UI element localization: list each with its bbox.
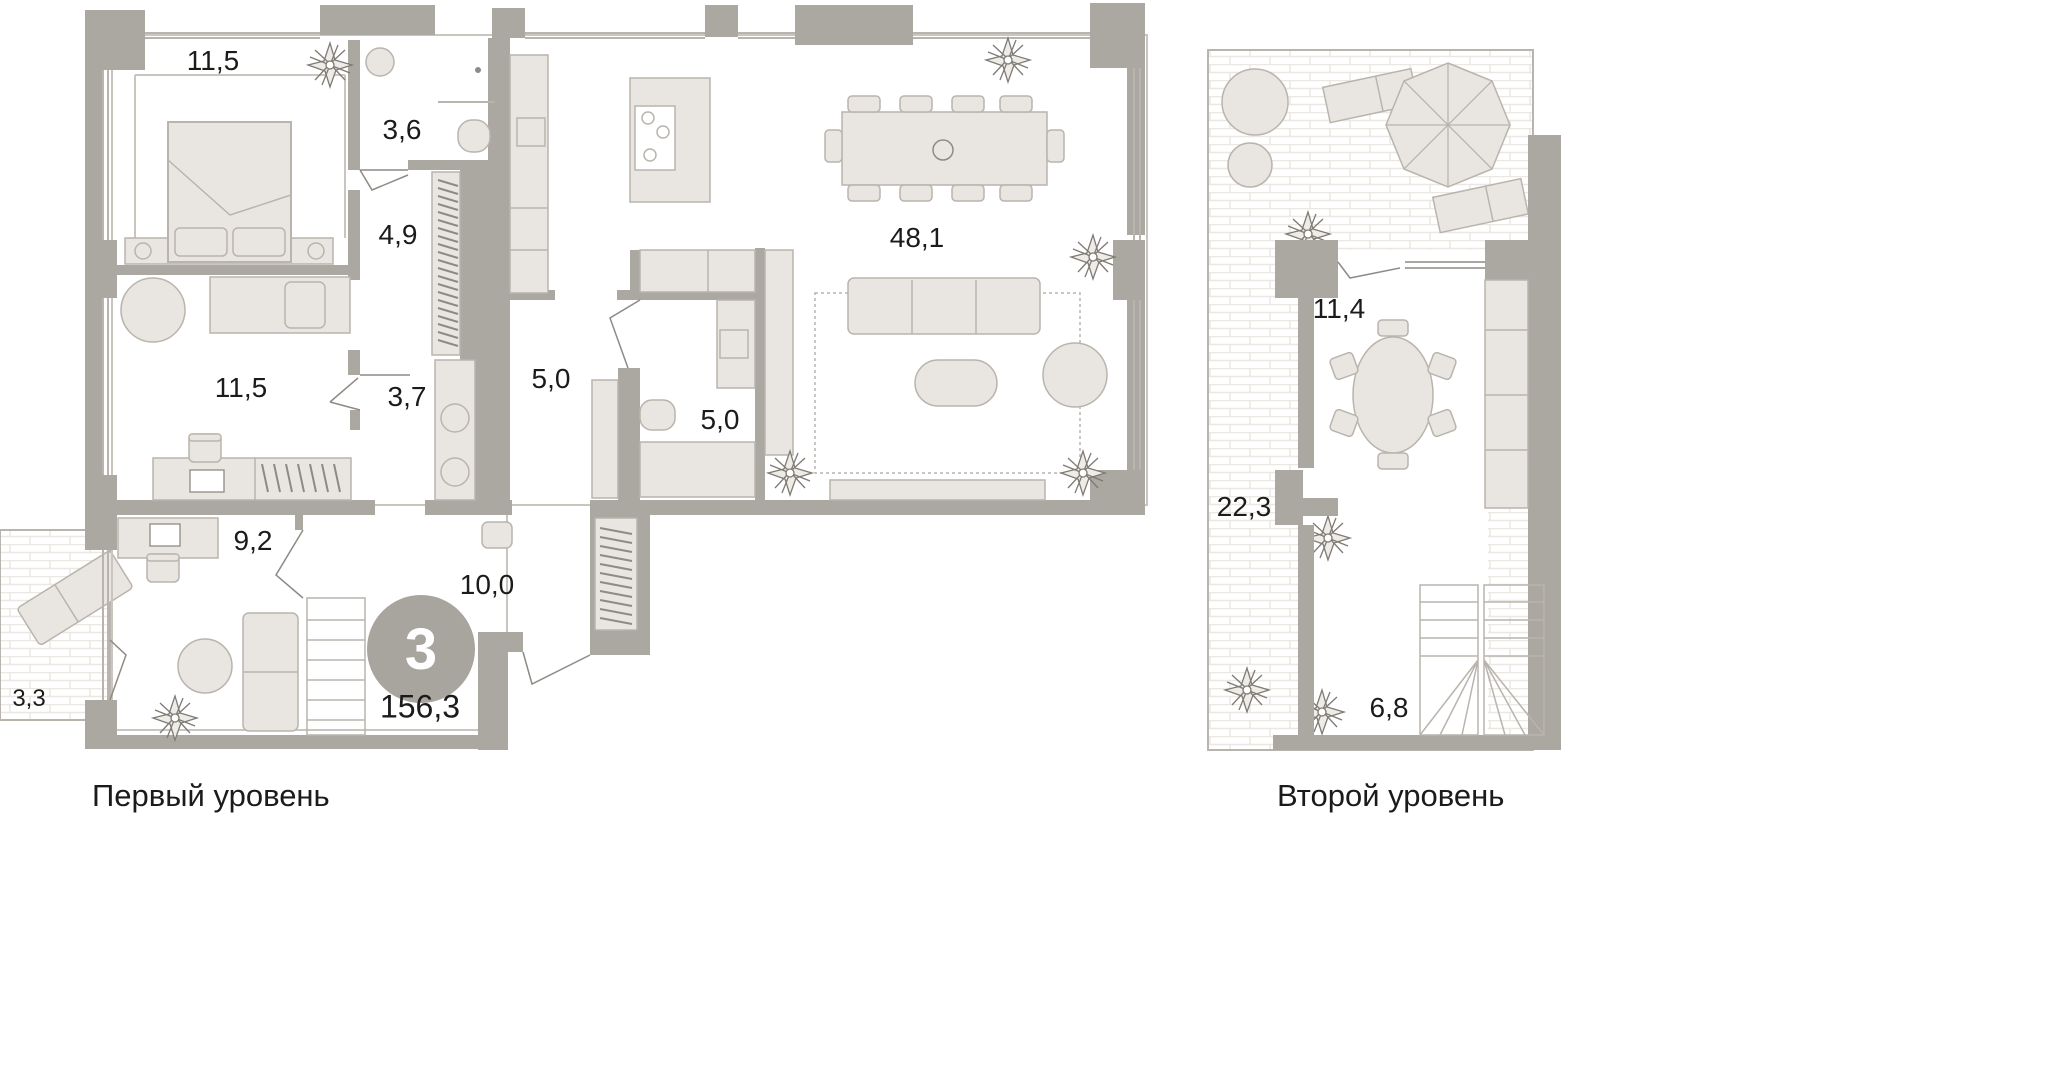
umbrella bbox=[1385, 62, 1511, 188]
hanger-mark bbox=[437, 267, 459, 275]
dining-set bbox=[824, 37, 1065, 202]
hanger-mark bbox=[437, 259, 459, 267]
hanger-mark bbox=[437, 227, 459, 235]
hanger-mark bbox=[599, 536, 633, 544]
hanger-mark bbox=[599, 590, 633, 598]
hanger-mark bbox=[437, 331, 459, 339]
hanger-mark bbox=[599, 554, 633, 562]
hanger-mark bbox=[297, 463, 305, 493]
hanger-mark bbox=[437, 291, 459, 299]
bedroom-2-furniture bbox=[120, 276, 352, 501]
wardrobe-units bbox=[261, 171, 638, 631]
hanger-mark bbox=[333, 463, 341, 493]
hanger-mark bbox=[599, 599, 633, 607]
hanger-mark bbox=[599, 572, 633, 580]
hanger-mark bbox=[437, 203, 459, 211]
hanger-mark bbox=[437, 243, 459, 251]
room-area-laundry: 3,7 bbox=[387, 381, 427, 412]
hanger-mark bbox=[599, 617, 633, 625]
hanger-mark bbox=[437, 299, 459, 307]
doors-level-2 bbox=[1337, 261, 1485, 279]
hanger-mark bbox=[437, 339, 459, 347]
room-area-upper-stair: 6,8 bbox=[1369, 692, 1409, 723]
hanger-mark bbox=[285, 463, 293, 493]
hanger-mark bbox=[437, 235, 459, 243]
hanger-mark bbox=[599, 608, 633, 616]
hanger-mark bbox=[437, 307, 459, 315]
upper-room-furniture bbox=[1329, 279, 1529, 509]
hanger-mark bbox=[437, 219, 459, 227]
total-area: 156,3 bbox=[379, 688, 461, 725]
hanger-mark bbox=[437, 315, 459, 323]
kitchen bbox=[509, 54, 794, 456]
hanger-mark bbox=[599, 545, 633, 553]
rooms-count-badge: 3 bbox=[367, 595, 475, 703]
hanger-mark bbox=[273, 463, 281, 493]
room-area-bedroom-1: 11,5 bbox=[186, 45, 240, 76]
stair-level-1 bbox=[306, 597, 366, 736]
room-area-living-kitchen: 48,1 bbox=[889, 222, 945, 253]
room-area-bathroom-2: 5,0 bbox=[700, 404, 740, 435]
hanger-mark bbox=[321, 463, 329, 493]
bedroom-1-furniture bbox=[124, 42, 353, 265]
living-furniture bbox=[767, 234, 1116, 501]
room-area-bathroom-1: 3,6 bbox=[382, 114, 422, 145]
room-area-balcony: 3,3 bbox=[12, 685, 46, 712]
hanger-mark bbox=[309, 463, 317, 493]
room-area-study: 9,2 bbox=[233, 525, 273, 556]
hanger-mark bbox=[599, 563, 633, 571]
hanger-mark bbox=[437, 275, 459, 283]
stair-level-2 bbox=[1419, 584, 1545, 736]
hanger-mark bbox=[437, 211, 459, 219]
room-area-wardrobe: 4,9 bbox=[378, 219, 418, 250]
doors bbox=[109, 169, 641, 701]
hanger-mark bbox=[437, 179, 459, 187]
hanger-mark bbox=[437, 283, 459, 291]
room-area-hall: 10,0 bbox=[459, 569, 515, 600]
room-area-terrace: 22,3 bbox=[1216, 491, 1272, 522]
hanger-mark bbox=[437, 251, 459, 259]
level-caption-first: Первый уровень bbox=[92, 778, 330, 813]
hanger-mark bbox=[437, 187, 459, 195]
room-area-upper-room: 11,4 bbox=[1312, 293, 1366, 324]
study-furniture bbox=[117, 517, 299, 741]
hanger-mark bbox=[599, 527, 633, 535]
hanger-mark bbox=[437, 323, 459, 331]
hall-pouf bbox=[481, 521, 513, 549]
hanger-mark bbox=[437, 195, 459, 203]
windows bbox=[102, 32, 1141, 700]
bathroom-2-fixtures bbox=[591, 299, 756, 499]
level-caption-second: Второй уровень bbox=[1277, 778, 1505, 813]
hanger-mark bbox=[599, 581, 633, 589]
room-area-bedroom-2: 11,5 bbox=[214, 372, 268, 403]
room-area-corridor: 5,0 bbox=[531, 363, 571, 394]
bathroom-1-fixtures bbox=[365, 47, 495, 153]
hanger-mark bbox=[261, 463, 269, 493]
